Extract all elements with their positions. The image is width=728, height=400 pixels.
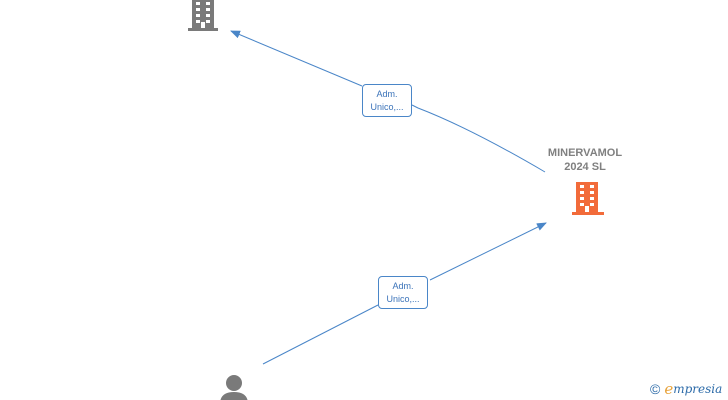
company-name-label[interactable]: MINERVAMOL 2024 SL <box>535 146 635 174</box>
brand-logo-text: mpresia <box>673 382 723 396</box>
building-icon[interactable] <box>572 182 604 215</box>
edge-person-to-main <box>262 223 546 365</box>
company-name-line-2: 2024 SL <box>564 161 606 173</box>
edge-label-line-1: Adm. <box>392 281 414 291</box>
copyright-icon: © <box>650 381 661 397</box>
empresia-watermark[interactable]: © e mpresia <box>650 380 722 398</box>
edge-label-line-2: Unico,... <box>386 294 420 304</box>
company-name-line-1: MINERVAMOL <box>547 147 623 159</box>
building-icon[interactable] <box>188 0 218 31</box>
brand-logo-e: e <box>664 380 674 398</box>
person-icon[interactable] <box>220 375 248 400</box>
edge-label-role[interactable]: Adm. Unico,... <box>362 84 412 117</box>
edge-label-line-1: Adm. <box>376 89 398 99</box>
edge-label-role[interactable]: Adm. Unico,... <box>378 276 428 309</box>
edge-main-to-top <box>231 31 546 173</box>
edge-label-line-2: Unico,... <box>370 102 404 112</box>
